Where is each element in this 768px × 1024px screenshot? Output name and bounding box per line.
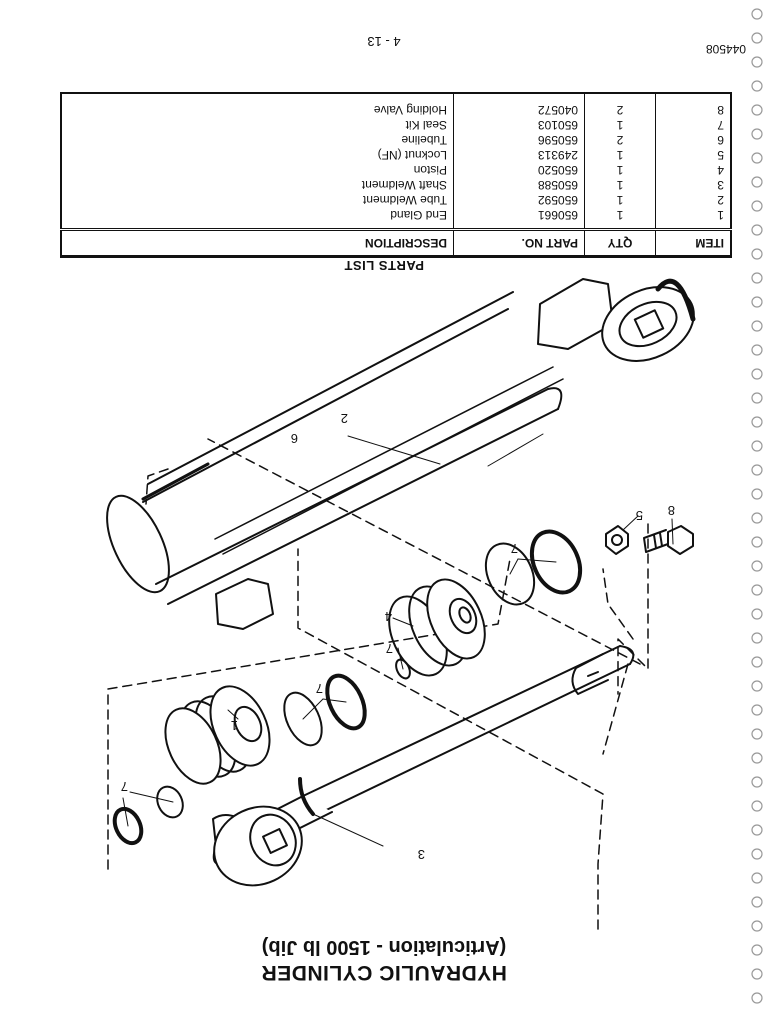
cell-item: 8 xyxy=(655,93,731,117)
seal-rings xyxy=(112,529,583,846)
cell-item: 6 xyxy=(655,132,731,147)
cell-qty: 1 xyxy=(584,177,656,192)
cell-item: 5 xyxy=(655,147,731,162)
cell-item: 4 xyxy=(655,162,731,177)
cell-description: End Gland xyxy=(390,208,447,222)
table-row: 1 1 650661 End Gland xyxy=(61,207,731,230)
cell-description: Shaft Weldment xyxy=(361,178,447,192)
callout-1: 1 xyxy=(231,718,238,733)
cell-part-no: 650592 xyxy=(453,192,585,207)
callout-7b: 7 xyxy=(316,681,323,696)
header-description: DESCRIPTION xyxy=(61,229,454,257)
holding-valve-part xyxy=(643,525,694,555)
cell-description: Locknut (NF) xyxy=(377,148,447,162)
callout-8: 8 xyxy=(668,503,675,518)
callout-4: 4 xyxy=(385,609,392,624)
callout-2: 2 xyxy=(341,411,348,426)
spiral-binding xyxy=(751,8,763,1004)
cell-description: Tube Weldment xyxy=(362,193,447,207)
cell-description: Seal Kit xyxy=(405,118,447,132)
parts-list-caption: PARTS LIST xyxy=(344,258,424,273)
table-row: 3 1 650588 Shaft Weldment xyxy=(61,177,731,192)
cell-qty: 1 xyxy=(584,162,656,177)
header-qty: QTY xyxy=(584,229,656,257)
table-header-row: ITEM QTY PART NO. DESCRIPTION xyxy=(61,229,731,257)
cell-qty: 1 xyxy=(584,192,656,207)
cell-description: Holding Valve xyxy=(373,103,447,117)
locknut-part xyxy=(605,525,629,555)
binding-holes xyxy=(751,8,763,1004)
table-row: 2 1 650592 Tube Weldment xyxy=(61,192,731,207)
callout-5: 5 xyxy=(636,508,643,523)
end-gland-part xyxy=(164,685,271,785)
table-row: 7 1 650103 Seal Kit xyxy=(61,117,731,132)
cell-qty: 1 xyxy=(584,117,656,132)
cell-item: 7 xyxy=(655,117,731,132)
callout-7a: 7 xyxy=(121,779,128,794)
assembly-guide-lines xyxy=(107,438,649,930)
cell-item: 3 xyxy=(655,177,731,192)
callout-6: 6 xyxy=(291,431,298,446)
table-row: 6 2 650596 Tubeline xyxy=(61,132,731,147)
cell-part-no: 650661 xyxy=(453,207,585,230)
cell-description: Tubeline xyxy=(401,133,447,147)
cell-description: Piston xyxy=(413,163,447,177)
callout-leaders xyxy=(122,433,674,847)
header-item: ITEM xyxy=(655,229,731,257)
table-row: 5 1 249313 Locknut (NF) xyxy=(61,147,731,162)
cell-part-no: 650588 xyxy=(453,177,585,192)
cell-qty: 2 xyxy=(584,132,656,147)
cell-qty: 2 xyxy=(584,93,656,117)
callout-3: 3 xyxy=(418,847,425,862)
page-number: 4 - 13 xyxy=(367,34,401,49)
shaft-weldment-part xyxy=(212,645,635,887)
callout-7d: 7 xyxy=(511,541,518,556)
callout-labels: 1 2 3 4 5 6 7 7 7 7 8 xyxy=(121,411,675,862)
cell-part-no: 650520 xyxy=(453,162,585,177)
cell-item: 2 xyxy=(655,192,731,207)
parts-list-table: ITEM QTY PART NO. DESCRIPTION 1 1 650661… xyxy=(60,92,732,258)
header-part-no: PART NO. xyxy=(453,229,585,257)
table-row: 8 2 040572 Holding Valve xyxy=(61,93,731,117)
cell-part-no: 249313 xyxy=(453,147,585,162)
cell-part-no: 650103 xyxy=(453,117,585,132)
cell-item: 1 xyxy=(655,207,731,230)
cell-qty: 1 xyxy=(584,147,656,162)
piston-part xyxy=(388,578,486,677)
table-row: 4 1 650520 Piston xyxy=(61,162,731,177)
cell-part-no: 040572 xyxy=(453,93,585,117)
cell-qty: 1 xyxy=(584,207,656,230)
callout-7c: 7 xyxy=(386,641,393,656)
cell-part-no: 650596 xyxy=(453,132,585,147)
tube-weldment-part xyxy=(106,278,696,630)
